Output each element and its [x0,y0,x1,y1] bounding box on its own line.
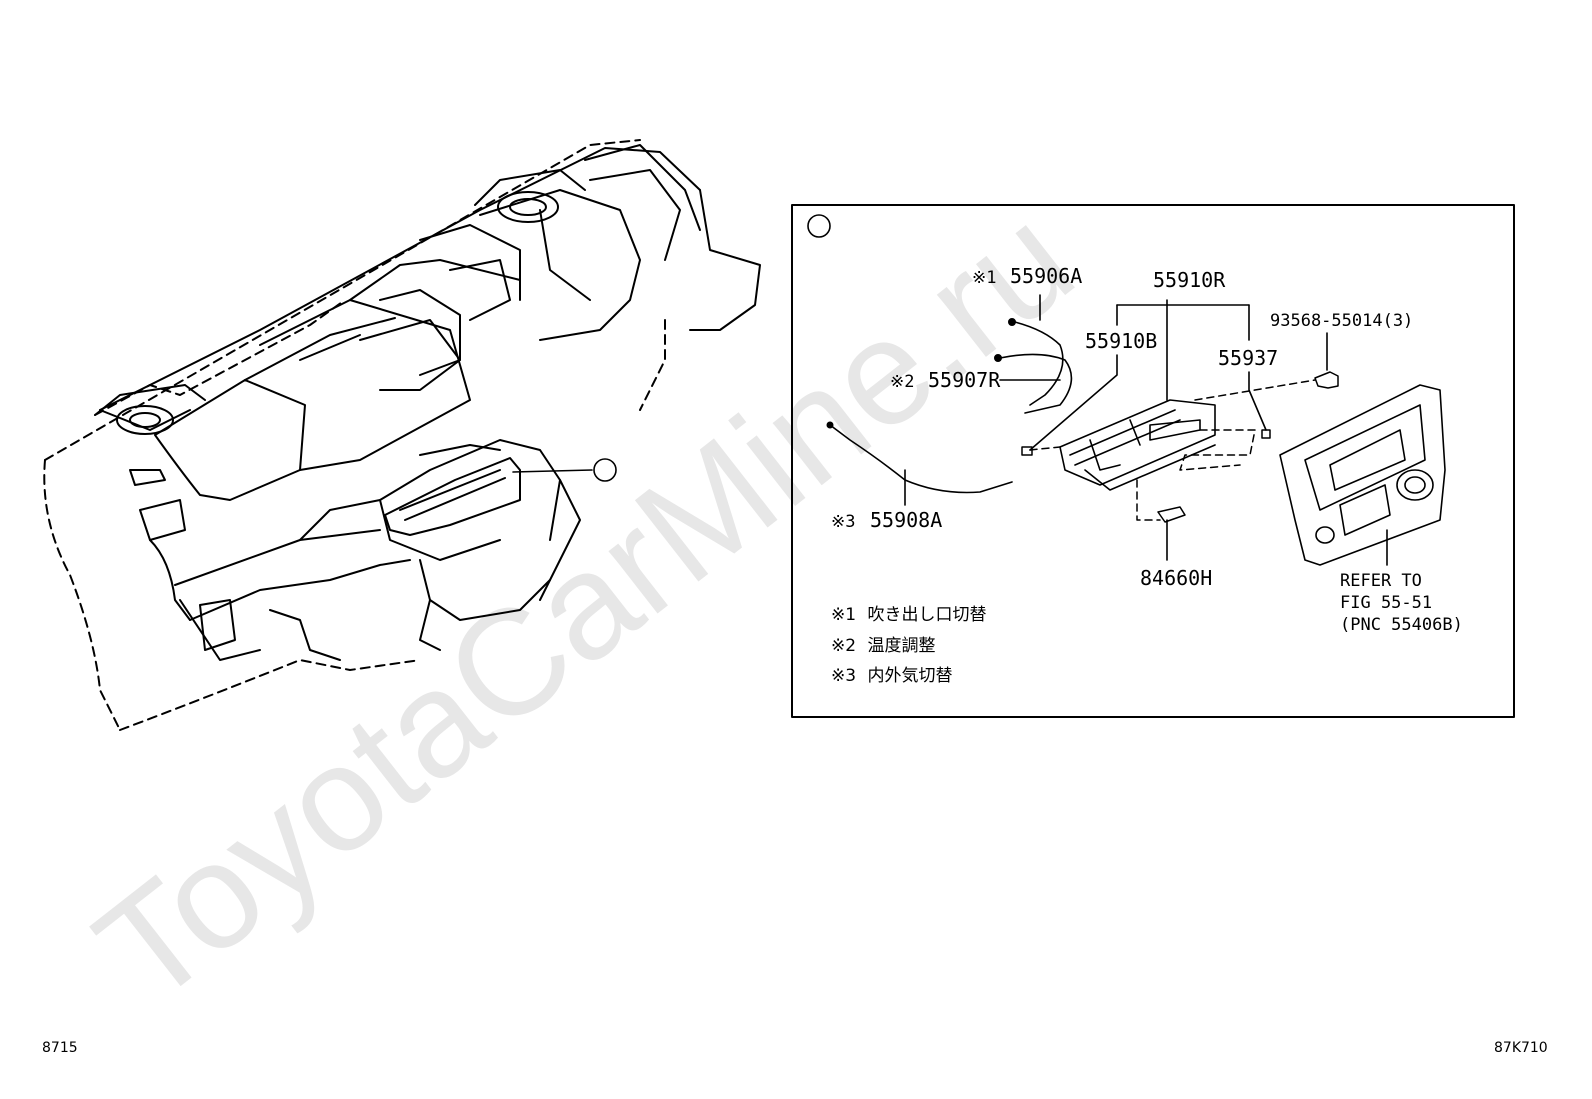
part-55908A[interactable]: 55908A [870,508,943,532]
legend-item: ※3 内外気切替 [831,661,952,686]
legend-text: 内外気切替 [867,666,953,686]
part-55937[interactable]: 55937 [1218,346,1279,370]
control-assembly-drawing [1059,399,1216,491]
part-84660H[interactable]: 84660H [1140,566,1213,590]
mark-55906A: ※1 [972,268,997,288]
legend-mark: ※1 [831,605,857,625]
refer-line-2: FIG 55-51 [1340,593,1433,613]
part-55907R[interactable]: 55907R [928,368,1001,392]
mark-55908A: ※3 [831,512,856,532]
figure-code-left: 8715 [42,1040,78,1056]
callout-circle [593,458,617,482]
center-bezel-drawing [1279,384,1446,566]
legend-text: 温度調整 [867,636,936,656]
legend-text: 吹き出し口切替 [867,605,987,625]
legend-mark: ※3 [831,666,857,686]
part-55906A[interactable]: 55906A [1010,264,1083,288]
detail-circle [807,214,831,238]
refer-line-3: (PNC 55406B) [1340,615,1463,635]
instrument-panel-drawing [43,139,761,731]
callout-leader [512,469,593,473]
refer-note[interactable]: REFER TO FIG 55-51 (PNC 55406B) [1340,570,1463,636]
legend-item: ※2 温度調整 [831,631,935,656]
detail-box [791,204,1515,718]
mark-55907R: ※2 [890,372,915,392]
refer-line-1: REFER TO [1340,571,1422,591]
legend-item: ※1 吹き出し口切替 [831,600,986,625]
part-93568-55014[interactable]: 93568-55014(3) [1270,311,1414,331]
part-55910R[interactable]: 55910R [1153,268,1226,292]
figure-code-right: 87K710 [1494,1040,1548,1056]
legend-mark: ※2 [831,636,857,656]
part-55910B[interactable]: 55910B [1085,329,1158,353]
